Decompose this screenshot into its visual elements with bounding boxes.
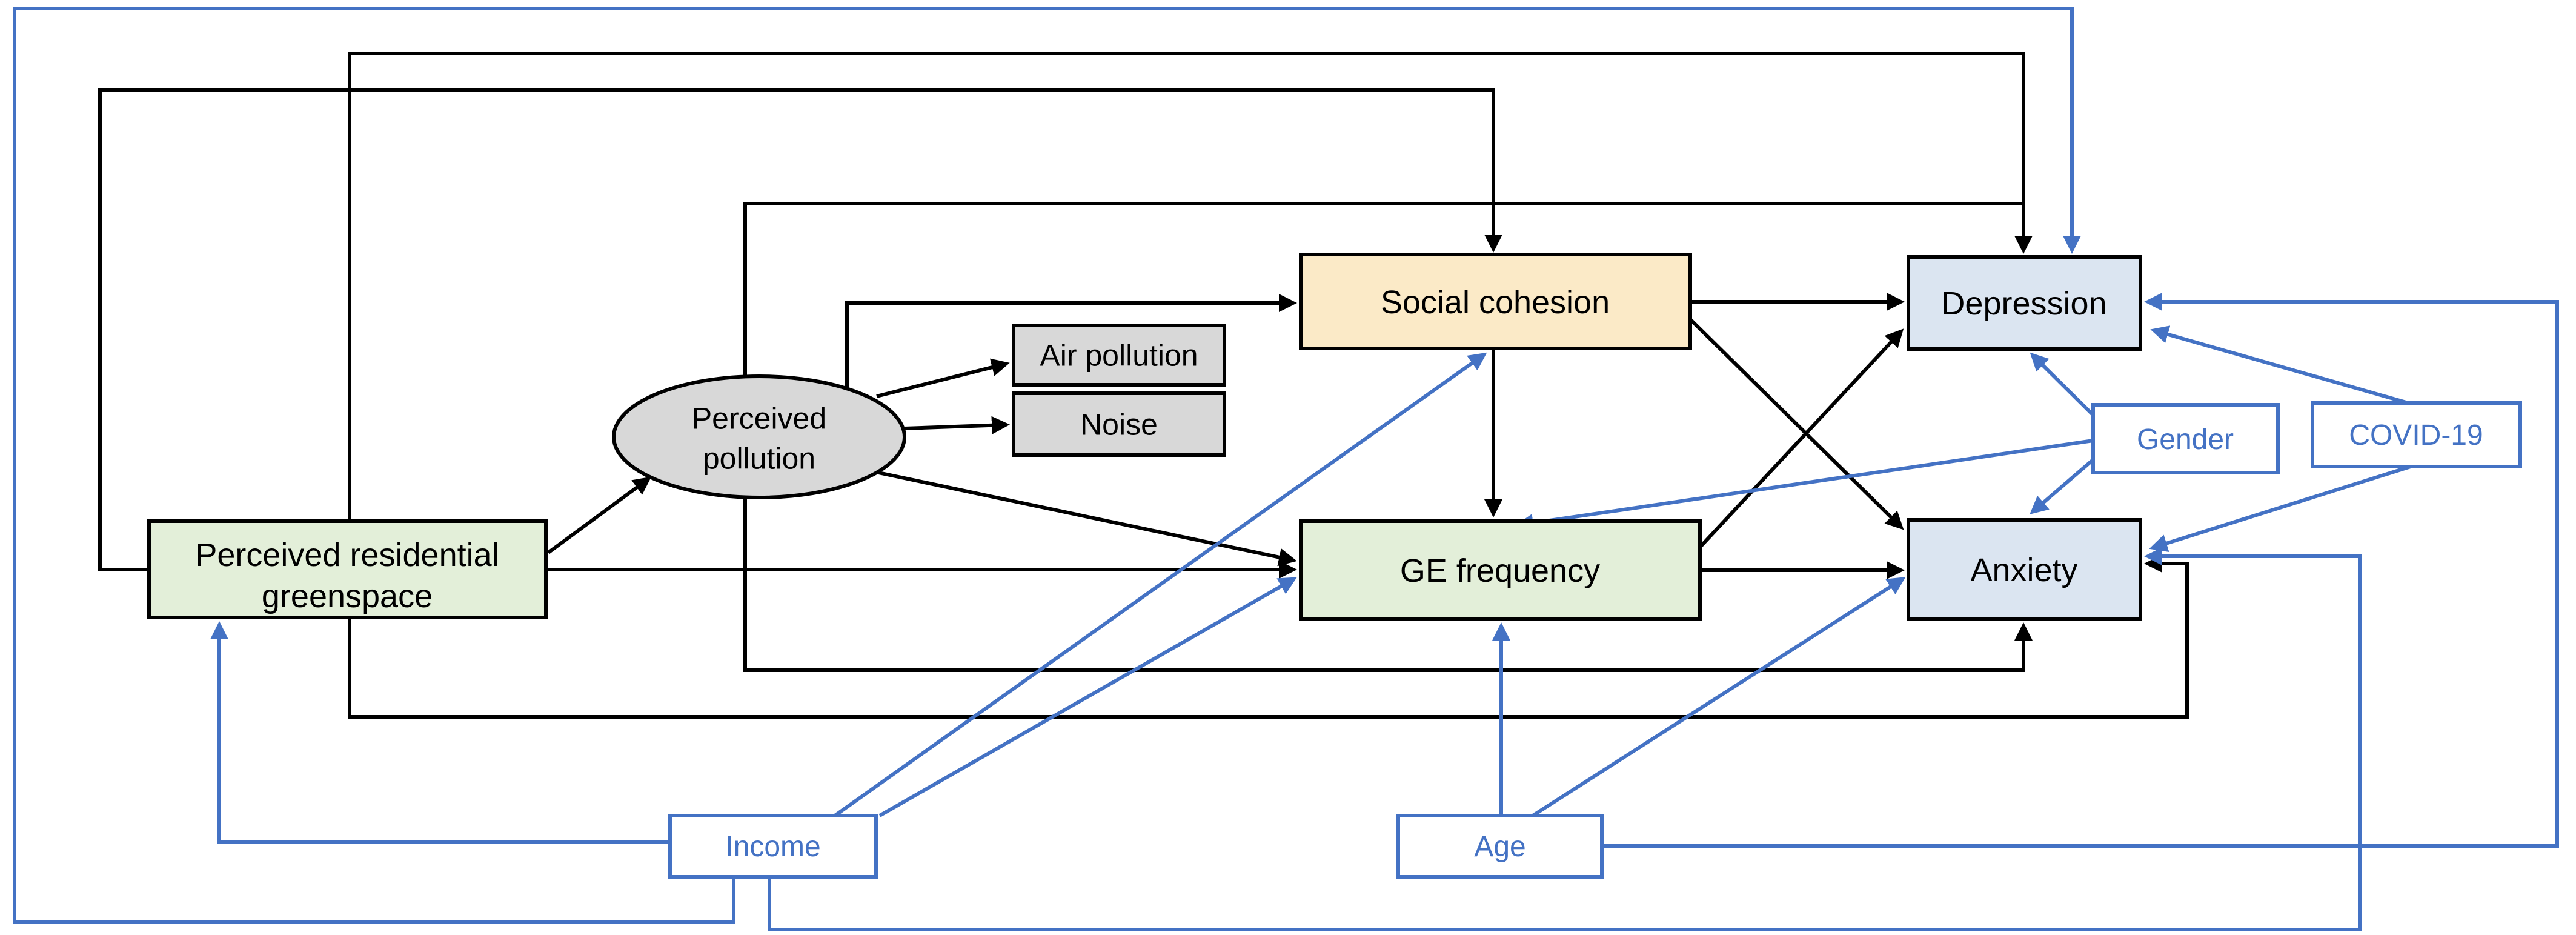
anxiety-box [1907, 518, 2142, 621]
edge-pollution-ge-frequency [878, 471, 1297, 567]
edge-income-ge-frequency [878, 577, 1297, 817]
age-box [1396, 814, 1604, 879]
air-pollution-box [1012, 324, 1226, 387]
edge-pollution-air-pollution [876, 358, 1010, 398]
blue-edges [13, 7, 2559, 931]
edge-ge-frequency-depression [1698, 328, 1904, 549]
edge-covid-anxiety [2149, 465, 2411, 553]
edge-pollution-depression [743, 202, 2023, 377]
node-ge-frequency: GE frequency [1299, 519, 1702, 621]
income-label: Income [725, 831, 820, 863]
edge-greenspace-anxiety [348, 554, 2189, 719]
pollution-label-line1: Perceived [692, 402, 826, 436]
edge-pollution-noise [904, 416, 1010, 434]
depression-label: Depression [1941, 285, 2106, 322]
edge-age-anxiety [1532, 577, 1906, 817]
edge-income-anxiety [768, 547, 2362, 931]
node-noise: Noise [1012, 391, 1226, 457]
edge-pollution-anxiety [743, 497, 2033, 672]
edge-income-depression [13, 7, 2081, 924]
income-box [668, 814, 878, 879]
edge-gender-depression [2030, 352, 2097, 419]
nodes: Perceived residential greenspace Perceiv… [147, 253, 2522, 879]
node-age: Age [1396, 814, 1604, 879]
ge-frequency-box [1299, 519, 1702, 621]
pollution-ellipse [612, 374, 906, 499]
edge-pollution-social-cohesion [845, 294, 1297, 393]
noise-box [1012, 391, 1226, 457]
edge-social-cohesion-anxiety [1688, 318, 1904, 530]
anxiety-label: Anxiety [1970, 552, 2077, 588]
edge-income-greenspace [210, 621, 670, 844]
node-air-pollution: Air pollution [1012, 324, 1226, 387]
node-covid: COVID-19 [2311, 401, 2522, 468]
depression-box [1907, 255, 2142, 351]
gender-box [2091, 403, 2280, 474]
social-cohesion-label: Social cohesion [1381, 284, 1610, 321]
node-social-cohesion: Social cohesion [1299, 253, 1692, 350]
air-pollution-label: Air pollution [1040, 339, 1198, 373]
node-gender: Gender [2091, 403, 2280, 474]
node-depression: Depression [1907, 255, 2142, 351]
edge-gender-ge-frequency [1515, 439, 2094, 532]
node-anxiety: Anxiety [1907, 518, 2142, 621]
greenspace-label-line2: greenspace [262, 578, 433, 614]
node-pollution: Perceived pollution [612, 374, 906, 499]
pollution-label-line2: pollution [703, 442, 815, 476]
edge-greenspace-social-cohesion [98, 88, 1502, 571]
social-cohesion-box [1299, 253, 1692, 350]
gender-label: Gender [2137, 424, 2234, 456]
edge-income-social-cohesion [834, 352, 1487, 817]
edge-greenspace-pollution [547, 476, 652, 554]
node-greenspace: Perceived residential greenspace [147, 519, 548, 619]
ge-frequency-label: GE frequency [1400, 553, 1600, 589]
edge-greenspace-depression [348, 52, 2033, 521]
noise-label: Noise [1080, 408, 1158, 442]
covid-label: COVID-19 [2349, 419, 2483, 451]
node-income: Income [668, 814, 878, 879]
greenspace-label-line1: Perceived residential [195, 537, 499, 573]
black-edges [98, 52, 2189, 719]
age-label: Age [1474, 831, 1525, 863]
covid-box [2311, 401, 2522, 468]
edge-age-depression [1602, 293, 2559, 848]
edge-gender-anxiety [2030, 456, 2096, 514]
edge-covid-depression [2150, 325, 2409, 405]
greenspace-box [147, 519, 548, 619]
